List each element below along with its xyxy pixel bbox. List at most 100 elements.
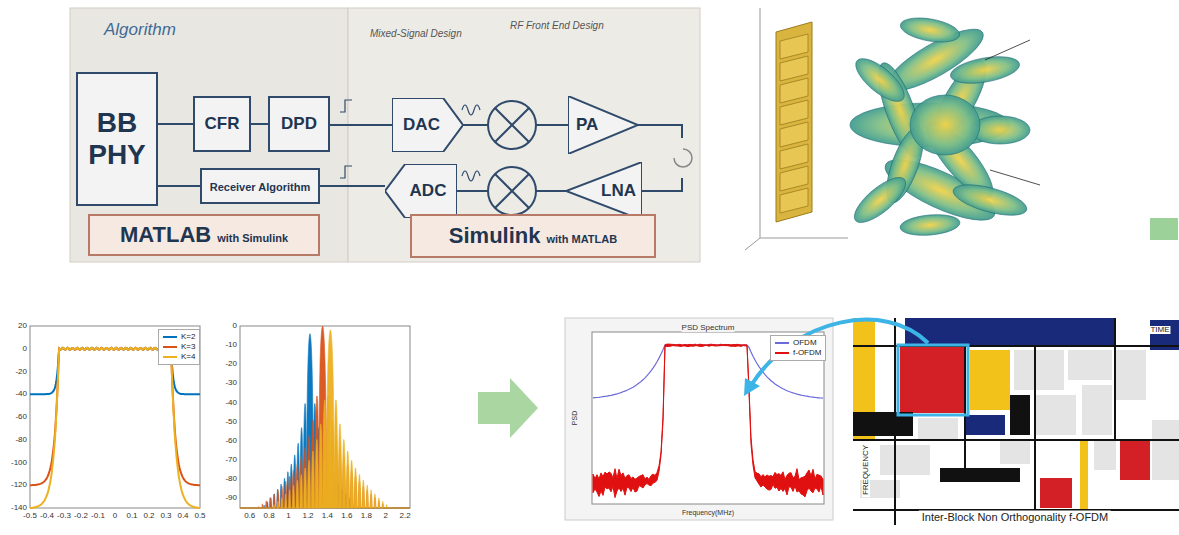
chart-frame: [30, 326, 200, 508]
tick-label: 1.2: [302, 512, 313, 520]
tick-label: -0.1: [91, 512, 105, 520]
legend-text: OFDM: [793, 338, 817, 348]
tick-label: 20: [18, 322, 27, 330]
pointer-arrow: [752, 320, 928, 384]
mixed-signal-rf-region: Mixed-Signal Design RF Front End DesignDA…: [348, 8, 700, 262]
tick-label: -80: [225, 475, 237, 483]
tick-label: -120: [11, 481, 27, 489]
tick-label: 0.6: [244, 512, 255, 520]
tick-label: 1.6: [341, 512, 352, 520]
region-heading: Mixed-Signal Design: [370, 28, 462, 39]
tick-label: -0.4: [40, 512, 54, 520]
digital-pulse: [340, 166, 352, 178]
signal-line: [251, 123, 268, 125]
box-label: CFR: [205, 114, 240, 133]
tick-label: 0: [23, 345, 27, 353]
signal-line: [320, 185, 385, 187]
tick-label: 0.8: [264, 512, 275, 520]
text-group: DAC: [403, 115, 440, 135]
signal-line: [158, 185, 200, 187]
tick-label: -70: [225, 456, 237, 464]
legend-text: K=3: [181, 342, 195, 352]
analog-wave: [462, 171, 480, 181]
caption-label: Inter-Block Non Orthogonality f-OFDM: [919, 511, 1111, 524]
text-group: LNA: [601, 181, 636, 201]
legend-text: K=4: [181, 352, 195, 362]
box-label: ADC: [410, 181, 447, 200]
box-label: PA: [576, 115, 598, 134]
chart-curves: [30, 326, 823, 508]
text-group: CFR: [205, 114, 240, 134]
mondrian-grid: [853, 318, 1179, 525]
box-label: Simulink: [449, 223, 541, 249]
mixer-symbol: [488, 167, 536, 215]
process-box: CFR: [193, 96, 251, 152]
process-box: Receiver Algorithm: [200, 168, 320, 204]
legend-row: K=2: [163, 332, 195, 342]
mixer-symbol: [488, 101, 536, 149]
tick-label: 1: [286, 512, 290, 520]
box-label: Receiver Algorithm: [210, 181, 310, 193]
tick-label: -140: [11, 504, 27, 512]
tick-label: -90: [225, 494, 237, 502]
chart-frame: [240, 326, 410, 508]
region-heading: Algorithm: [104, 20, 176, 40]
chart-panel: [565, 318, 833, 520]
legend-swatch: [775, 342, 789, 344]
tick-label: -0.2: [74, 512, 88, 520]
box-label: BB PHY: [87, 107, 147, 171]
text-group: DPD: [281, 114, 317, 134]
tick-label: -60: [225, 437, 237, 445]
converter-symbol: ADC: [385, 164, 457, 218]
tick-label: -20: [225, 360, 237, 368]
tick-label: 0.1: [126, 512, 137, 520]
algorithm-panel: [70, 8, 348, 262]
signal-line: [330, 124, 392, 126]
converter-symbol: DAC: [392, 98, 463, 152]
tick-label: -0.5: [23, 512, 37, 520]
flow-arrow: [478, 378, 538, 438]
box-label: DAC: [403, 115, 440, 134]
tick-label: -50: [225, 418, 237, 426]
box-label: LNA: [601, 181, 636, 200]
text-group: BB PHY: [87, 107, 147, 171]
tick-label: -60: [15, 413, 27, 421]
tick-label: 0.2: [143, 512, 154, 520]
tick-label: -100: [11, 459, 27, 467]
tool-box: Simulink with MATLAB: [410, 214, 656, 258]
legend-swatch: [775, 352, 789, 354]
tick-label: 0.4: [177, 512, 188, 520]
tick-label: 0: [233, 322, 237, 330]
axis-label: FREQUENCY: [862, 443, 870, 497]
process-box: DPD: [268, 96, 330, 152]
tick-label: 0: [113, 512, 117, 520]
chart-legend: OFDMf-OFDM: [770, 335, 826, 361]
text-group: MATLABwith Simulink: [120, 222, 288, 248]
text-group: Receiver Algorithm: [210, 177, 310, 195]
rf-panel: [348, 8, 700, 262]
tick-label: 2: [383, 512, 387, 520]
tick-label: 1.8: [361, 512, 372, 520]
chart-title: PSD Spectrum: [682, 324, 735, 332]
box-label: with Simulink: [217, 232, 288, 244]
text-group: PA: [576, 115, 598, 135]
tick-label: -80: [15, 436, 27, 444]
digital-pulse: [340, 100, 352, 112]
axis-label: PSD: [571, 411, 578, 425]
legend-row: K=3: [163, 342, 195, 352]
region-heading: RF Front End Design: [510, 20, 604, 31]
box-label: with MATLAB: [547, 233, 618, 245]
tick-label: -30: [225, 379, 237, 387]
algorithm-region: Algorithm BB PHY CFR DPD Receiver AlgorithmM…: [70, 8, 348, 262]
tick-label: -20: [15, 368, 27, 376]
green-square: [1150, 218, 1178, 240]
tick-label: 2.2: [400, 512, 411, 520]
amplifier-symbol: LNA: [566, 162, 642, 220]
amplifier-symbol: PA: [568, 96, 638, 154]
legend-text: K=2: [181, 332, 195, 342]
